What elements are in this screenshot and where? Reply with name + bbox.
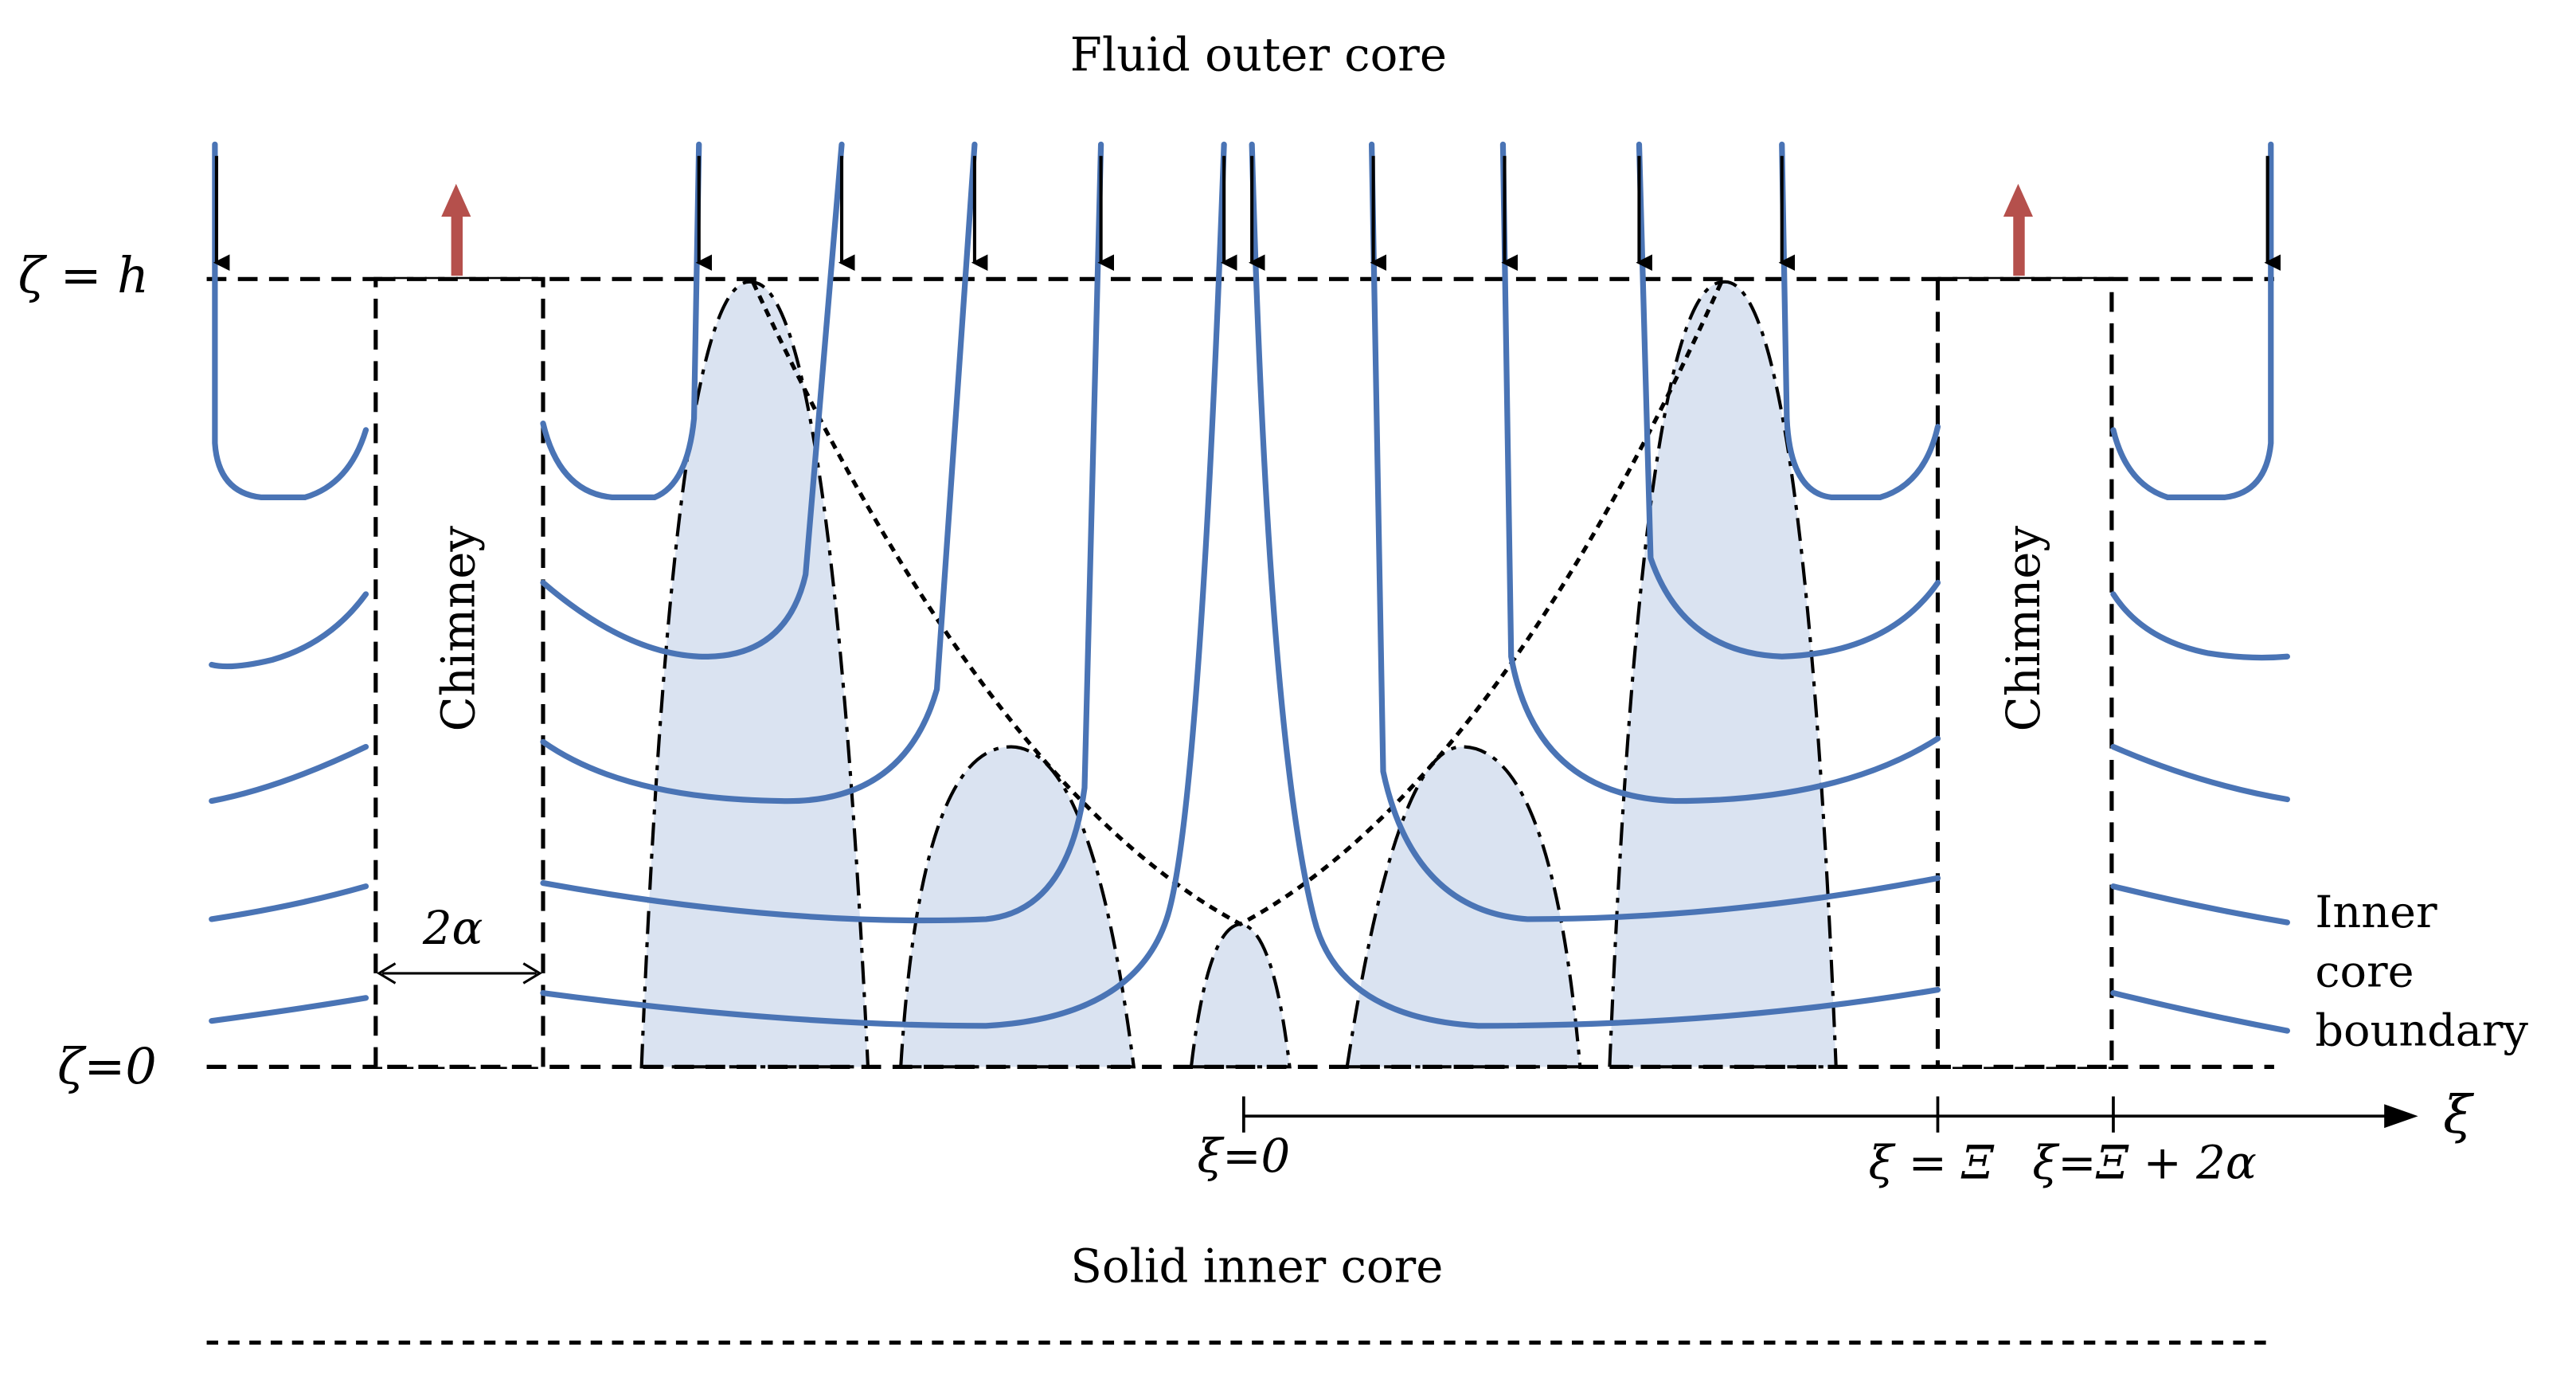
streamline — [209, 743, 369, 805]
streamline — [540, 141, 845, 660]
chimney-box-right — [1935, 276, 2114, 1069]
two-alpha-label: 2α — [422, 901, 483, 955]
streamline — [209, 591, 369, 670]
xi-Xi-2alpha-label: ξ=Ξ + 2α — [2032, 1135, 2256, 1189]
streamline — [1636, 141, 1941, 660]
solid-inner-core-label: Solid inner core — [1070, 1239, 1443, 1293]
streamline — [212, 141, 369, 500]
streamline — [2110, 743, 2290, 803]
zeta-h-label: ζ = h — [18, 247, 149, 304]
streamline — [2110, 990, 2290, 1034]
shaded-region-center — [1189, 922, 1292, 1069]
streamline — [1249, 141, 1941, 1029]
streamline — [1499, 141, 1941, 805]
shaded-region-right-tall — [1608, 280, 1838, 1069]
xi-axis-label: ξ — [2443, 1084, 2474, 1145]
envelope-curve — [751, 281, 1723, 927]
streamline — [540, 141, 1104, 924]
inner-core-boundary-line1: Inner — [2315, 887, 2437, 938]
fluid-outer-core-label: Fluid outer core — [1070, 28, 1447, 82]
xi-axis — [1242, 1096, 2418, 1133]
streamline — [540, 141, 702, 500]
xi-Xi-label: ξ = Ξ — [1869, 1135, 1996, 1189]
streamline — [2110, 591, 2290, 661]
downwelling-arrows — [213, 155, 2281, 271]
xi-0-label: ξ=0 — [1197, 1129, 1290, 1183]
zeta-0-label: ζ=0 — [57, 1038, 157, 1095]
shaded-region-left-mid — [899, 745, 1136, 1069]
streamline — [209, 883, 369, 922]
shaded-region-left-tall — [639, 280, 870, 1069]
streamline — [2110, 141, 2274, 500]
chimney-label-right: Chimney — [1996, 526, 2050, 732]
streamline — [1368, 141, 1941, 922]
streamlines — [209, 141, 2290, 1034]
streamline — [540, 141, 1227, 1029]
inner-core-boundary-line2: core — [2315, 945, 2414, 997]
inner-core-boundary-line3: boundary — [2315, 1005, 2528, 1057]
streamline — [1779, 141, 1941, 500]
streamline — [2110, 883, 2290, 926]
chimney-box-left — [373, 276, 545, 1069]
chimney-label-left: Chimney — [431, 526, 485, 732]
streamline — [209, 995, 369, 1024]
upwelling-arrows — [441, 183, 2033, 276]
boundary-lines — [206, 276, 2274, 1069]
two-alpha-arrow — [376, 962, 542, 985]
chimney-boxes — [373, 276, 2114, 1069]
streamline — [540, 141, 978, 805]
arrow-up-left — [441, 183, 471, 276]
arrow-up-right — [2003, 183, 2033, 276]
shaded-region-right-mid — [1345, 745, 1582, 1069]
